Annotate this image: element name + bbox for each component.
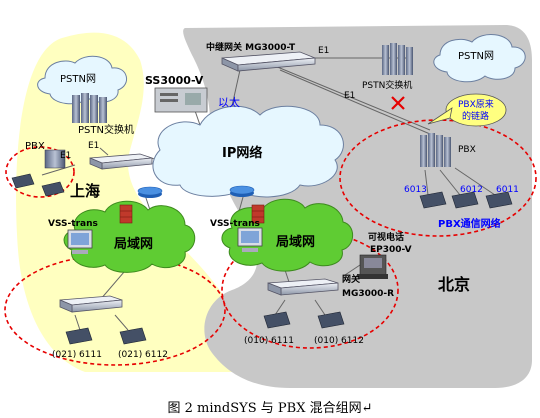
pstn-switch-sh-label: PSTN交换机 — [78, 123, 134, 136]
router-bj-icon — [229, 185, 255, 197]
gateway-sh-lan-icon — [59, 295, 123, 313]
videophone-icon — [358, 254, 388, 279]
lan-bj-label: 局域网 — [276, 234, 315, 250]
vss-trans-bj-icon — [237, 227, 263, 252]
ss3000-label: SS3000-V — [145, 74, 204, 87]
pbx-original-link-line1: PBX原来 — [458, 99, 494, 110]
pbx-sh-icon — [44, 149, 66, 169]
gateway-sh-icon — [89, 153, 153, 170]
e1-sh-right-label: E1 — [88, 141, 99, 151]
pbx-original-link-line2: 的链路 — [462, 110, 489, 122]
phone-6012-icon — [451, 191, 479, 209]
firewall-sh-icon — [119, 204, 133, 224]
videophone-label: 可视电话 — [368, 231, 404, 243]
phone-bj-1-label: (010) 6111 — [244, 336, 294, 346]
bj-phones-dashed-ellipse — [221, 231, 399, 349]
beijing-label: 北京 — [438, 275, 470, 294]
phone-6011-icon — [485, 191, 513, 209]
figure-caption: 图 2 mindSYS 与 PBX 混合组网↵ — [167, 401, 373, 416]
lan-cloud-sh — [63, 200, 196, 273]
gateway-bj-label: 网关 — [342, 273, 360, 285]
ext-6012-label: 6012 — [460, 185, 483, 195]
shanghai-label: 上海 — [70, 182, 100, 200]
pbx-sh-label: PBX — [25, 141, 45, 152]
phone-sh-pbx-1-icon — [11, 173, 35, 189]
gateway-bj-icon — [267, 278, 339, 296]
phones — [11, 173, 513, 345]
pbx-bj-label: PBX — [458, 145, 476, 155]
phone-bj-2-icon — [317, 311, 345, 329]
pstn-bj-label: PSTN网 — [458, 50, 494, 62]
pbx-bj-icon — [420, 133, 451, 167]
ext-6011-label: 6011 — [496, 185, 519, 195]
lan-sh-label: 局域网 — [114, 236, 153, 252]
phone-sh-1-label: (021) 6111 — [52, 350, 102, 360]
ip-cloud — [152, 105, 344, 198]
pbx-network-label: PBX通信网络 — [438, 217, 501, 230]
vss-trans-sh-icon — [67, 229, 93, 254]
ep300-label: EP300-V — [370, 245, 412, 255]
link-cut-cross-icon — [391, 96, 405, 110]
mg3000r-label: MG3000-R — [342, 289, 394, 299]
vss-trans-bj-label: VSS-trans — [210, 219, 260, 229]
pstn-switch-bj-label: PSTN交换机 — [362, 79, 412, 91]
phone-sh-1-icon — [65, 327, 93, 345]
relay-gateway-icon — [221, 51, 316, 72]
phone-sh-2-icon — [119, 327, 147, 345]
phone-sh-2-label: (021) 6112 — [118, 350, 168, 360]
ext-6013-label: 6013 — [404, 185, 427, 195]
relay-gateway-label: 中继网关 MG3000-T — [206, 41, 296, 53]
e1-mid-label: E1 — [344, 91, 355, 101]
ethernet-label: 以太 — [218, 96, 240, 109]
phone-6013-icon — [419, 191, 447, 209]
pbx-original-link-callout — [427, 93, 507, 127]
e1-top-label: E1 — [318, 46, 329, 56]
pstn-sh-label: PSTN网 — [60, 73, 96, 85]
ss3000-server-icon — [154, 87, 208, 113]
pstn-cloud-sh — [37, 55, 127, 105]
phone-bj-2-label: (010) 6112 — [314, 336, 364, 346]
pstn-cloud-bj — [433, 34, 526, 83]
ip-network-label: IP网络 — [222, 145, 262, 161]
pstn-switch-bj-icon — [382, 43, 413, 75]
firewall-bj-icon — [251, 204, 265, 224]
phone-bj-1-icon — [263, 311, 291, 329]
phone-sh-pbx-2-icon — [41, 181, 65, 197]
e1-sh-left-label: E1 — [60, 151, 71, 161]
vss-trans-sh-label: VSS-trans — [48, 219, 98, 229]
router-sh-icon — [137, 186, 163, 198]
pstn-switch-sh-icon — [72, 93, 107, 123]
pbx-sh-dashed-ellipse — [5, 146, 75, 198]
